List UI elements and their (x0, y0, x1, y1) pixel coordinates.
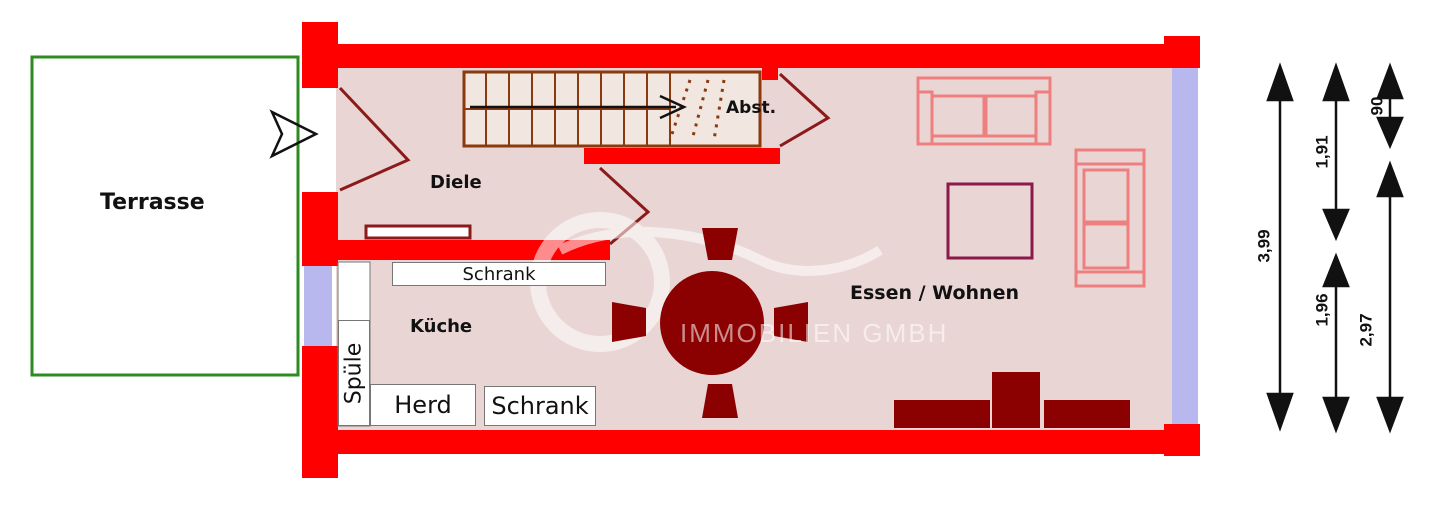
wall-top (304, 44, 1200, 68)
wall-left-top (302, 22, 338, 88)
wall-stair-top (762, 68, 778, 80)
fixture-herd: Herd (370, 384, 476, 426)
wall-left-mid (302, 192, 338, 266)
dimension-label-right: 2,97 (1356, 313, 1376, 347)
room-label-diele: Diele (430, 172, 482, 193)
wall-right-bottom (1164, 424, 1200, 456)
sideboard (894, 372, 1130, 428)
sofa-right (1074, 148, 1146, 288)
terrace-area (30, 55, 300, 377)
room-label-essen-wohnen: Essen / Wohnen (850, 282, 1019, 304)
fixture-spuele-label: Spüle (341, 342, 367, 404)
dimension-label-total: 3,99 (1254, 229, 1274, 263)
fixture-spuele: Spüle (338, 320, 370, 426)
room-label-abst: Abst. (726, 98, 777, 118)
dining-table (612, 228, 808, 418)
wall-left-bottom (302, 346, 338, 478)
door-swing-abst (778, 72, 831, 148)
dimension-label-upper: 1,91 (1312, 135, 1332, 169)
window-right (1172, 68, 1198, 424)
coffee-table (946, 182, 1034, 260)
wall-bottom (304, 430, 1200, 454)
room-label-terrasse: Terrasse (100, 190, 205, 215)
dimension-arrows (1266, 62, 1404, 434)
dimension-label-small: 90 (1367, 96, 1387, 116)
watermark-text: IMMOBILIEN GMBH (680, 318, 949, 348)
room-label-kueche: Küche (410, 316, 473, 337)
sofa-top (916, 76, 1052, 146)
fixture-schrank-top: Schrank (392, 262, 606, 286)
wall-stair (584, 148, 780, 164)
hall-shelf (364, 224, 472, 240)
window-left (304, 266, 332, 346)
wall-right-top (1164, 36, 1200, 68)
dimension-label-lower: 1,96 (1312, 293, 1332, 327)
door-swing-entrance (338, 86, 411, 192)
fixture-schrank-bottom: Schrank (484, 386, 596, 426)
entrance-arrow-icon (269, 109, 319, 159)
staircase (462, 70, 762, 148)
